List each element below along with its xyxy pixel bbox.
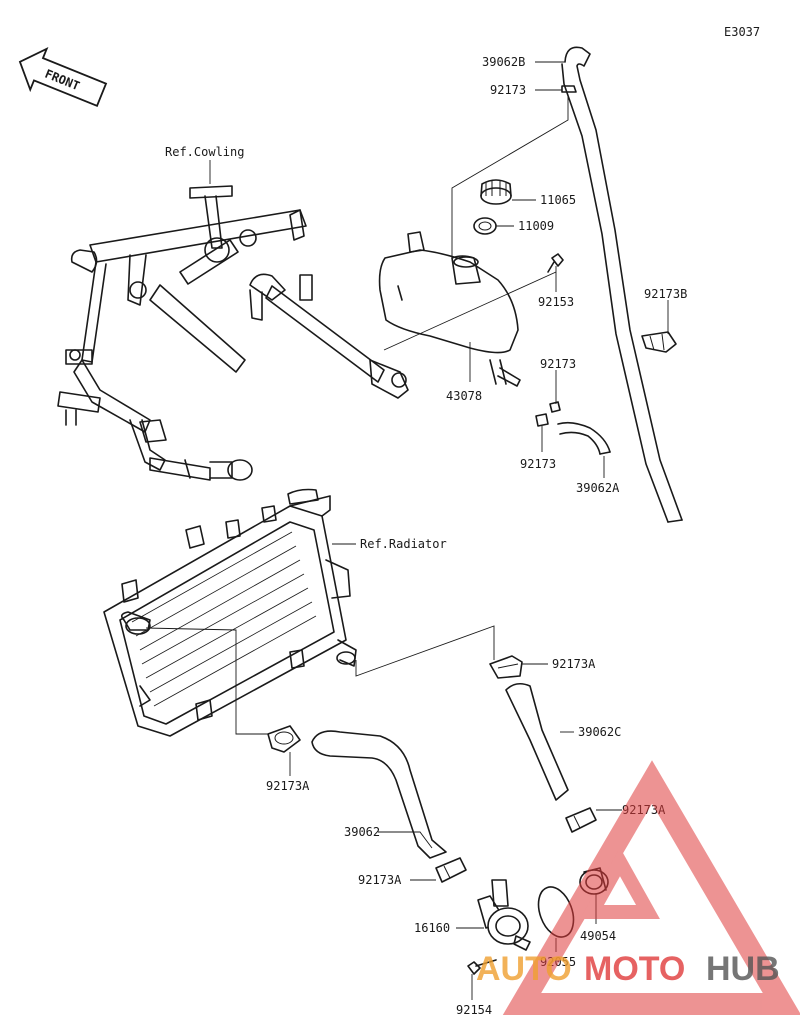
label-92173A-4: 92173A xyxy=(358,873,402,887)
label-11009: 11009 xyxy=(518,219,554,233)
label-39062C: 39062C xyxy=(578,725,621,739)
clamp-92173A-1 xyxy=(489,655,523,679)
gasket-11009 xyxy=(473,217,497,235)
cowling-frame-bracket xyxy=(57,185,409,481)
reservoir-tank xyxy=(378,231,521,387)
hose-39062 xyxy=(311,730,447,859)
label-92173-mid: 92173 xyxy=(540,357,576,371)
label-92173A-3: 92173A xyxy=(266,779,310,793)
clip-92173-low xyxy=(535,413,549,427)
hose-39062A xyxy=(557,421,611,455)
label-92173-top: 92173 xyxy=(490,83,526,97)
ref-cowling-label: Ref.Cowling xyxy=(165,145,244,159)
watermark-part3: HUB xyxy=(706,950,780,988)
reservoir-cap-11065 xyxy=(480,179,512,205)
label-39062A: 39062A xyxy=(576,481,620,495)
clamp-92173A-4 xyxy=(435,857,467,883)
radiator xyxy=(103,488,357,737)
bolt-92154 xyxy=(467,959,497,975)
hose-39062C xyxy=(505,682,569,801)
automotohub-watermark xyxy=(502,760,800,1015)
ref-radiator-label: Ref.Radiator xyxy=(360,537,447,551)
automotohub-wordmark: AUTO MOTO HUB xyxy=(476,950,780,988)
clamp-92173A-2 xyxy=(565,807,597,833)
label-39062B: 39062B xyxy=(482,55,525,69)
leader-lines xyxy=(145,61,669,1000)
clip-92173-top xyxy=(561,85,577,93)
clip-92173-mid xyxy=(549,401,561,413)
thermostat-housing-16160 xyxy=(477,879,531,951)
label-11065: 11065 xyxy=(540,193,576,207)
label-92154: 92154 xyxy=(456,1003,492,1017)
diagram-code: E3037 xyxy=(724,25,760,39)
label-16160: 16160 xyxy=(414,921,450,935)
label-92173A-1: 92173A xyxy=(552,657,596,671)
label-49054: 49054 xyxy=(580,929,616,943)
bolt-92153 xyxy=(547,253,564,273)
label-92173B: 92173B xyxy=(644,287,687,301)
clip-92173B xyxy=(641,331,677,353)
label-43078: 43078 xyxy=(446,389,482,403)
front-arrow-icon: FRONT xyxy=(18,47,108,108)
watermark-part2: MOTO xyxy=(584,950,685,988)
clamp-92173A-3 xyxy=(267,725,301,753)
watermark-part1: AUTO xyxy=(476,950,572,988)
label-92173-low: 92173 xyxy=(520,457,556,471)
label-92153: 92153 xyxy=(538,295,574,309)
hose-39062B xyxy=(561,46,683,523)
label-39062: 39062 xyxy=(344,825,380,839)
